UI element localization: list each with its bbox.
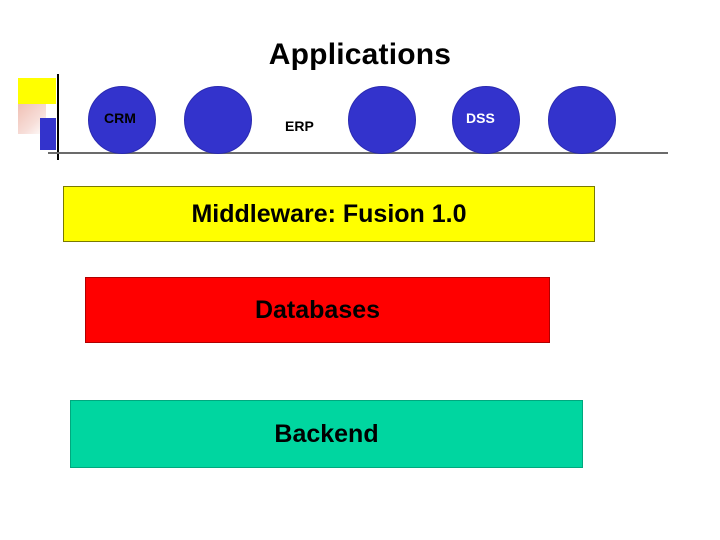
page-title: Applications xyxy=(268,38,452,71)
application-circle-crm[interactable] xyxy=(88,86,156,154)
application-circle-erp[interactable] xyxy=(184,86,252,154)
application-circle-blank-2[interactable] xyxy=(548,86,616,154)
application-label-erp: ERP xyxy=(285,118,314,134)
decoration-vertical-rule xyxy=(57,74,59,160)
layer-databases: Databases xyxy=(85,277,550,343)
decoration-blue-block xyxy=(40,118,56,150)
application-label-crm: CRM xyxy=(104,110,136,126)
application-label-dss: DSS xyxy=(466,110,495,126)
applications-divider xyxy=(48,152,668,154)
corner-decoration xyxy=(18,74,74,162)
decoration-yellow-block xyxy=(18,78,56,104)
application-circle-blank-1[interactable] xyxy=(348,86,416,154)
layer-backend: Backend xyxy=(70,400,583,468)
layer-middleware: Middleware: Fusion 1.0 xyxy=(63,186,595,242)
application-circle-dss[interactable] xyxy=(452,86,520,154)
